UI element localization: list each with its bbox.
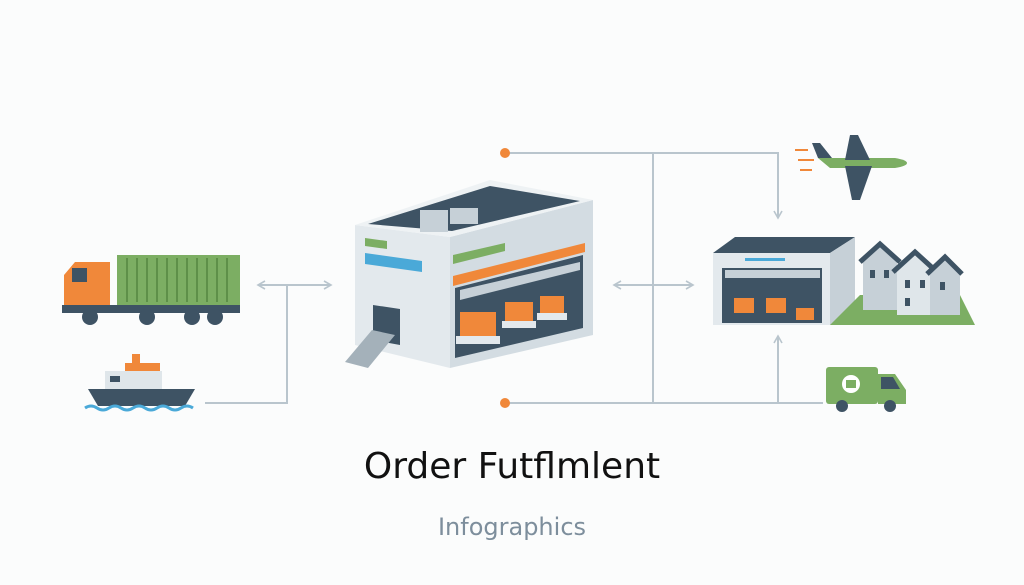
connector-ship (205, 285, 288, 404)
page-subtitle: Infographics (437, 513, 587, 541)
delivery-van-icon (826, 367, 906, 412)
houses-icon (830, 240, 975, 325)
distribution-center-icon (713, 237, 855, 325)
dot-top (500, 148, 510, 158)
connector-lines (205, 152, 823, 404)
connector-top (505, 152, 783, 220)
dot-bottom (500, 398, 510, 408)
page-title: Order Futflmlent (363, 446, 661, 487)
truck-icon (62, 255, 240, 325)
warehouse-icon (345, 180, 593, 368)
airplane-icon (795, 135, 907, 200)
ship-icon (84, 354, 195, 412)
